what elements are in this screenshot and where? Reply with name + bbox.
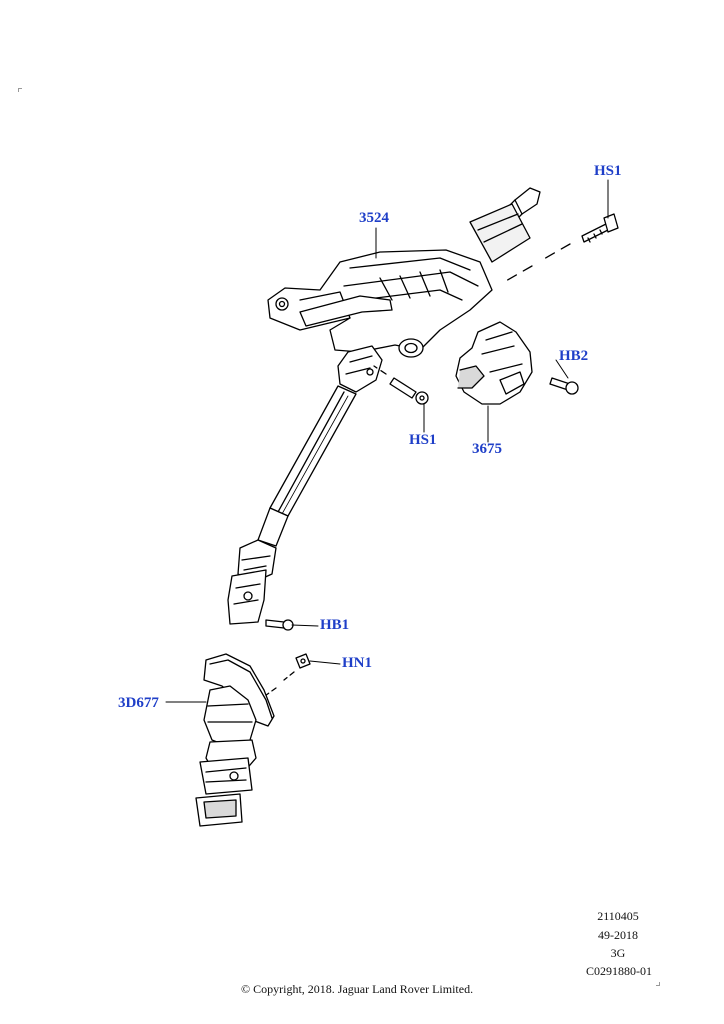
callout-hs1-mid: HS1 xyxy=(409,432,437,448)
leader-dash-hn1 xyxy=(283,671,295,681)
crop-mark-top-left xyxy=(18,88,22,92)
steering-column-3524 xyxy=(227,187,541,625)
callout-hb2: HB2 xyxy=(559,348,589,364)
reference-number: 2110405 xyxy=(597,909,639,923)
reference-code: 3G xyxy=(610,946,626,960)
boot-3d677 xyxy=(195,653,275,827)
bolt-hs1-top xyxy=(581,213,619,243)
bolt-hb2 xyxy=(549,377,579,395)
callout-hb1: HB1 xyxy=(320,617,350,633)
callout-3524: 3524 xyxy=(359,210,389,226)
reference-date: 49-2018 xyxy=(598,928,638,942)
callout-3675: 3675 xyxy=(472,441,502,457)
copyright-notice: © Copyright, 2018. Jaguar Land Rover Lim… xyxy=(241,982,474,996)
bolt-hs1-mid xyxy=(389,377,429,405)
leader-lines xyxy=(165,179,609,703)
nut-hn1 xyxy=(295,653,311,669)
callout-hs1-top: HS1 xyxy=(594,163,622,179)
illustration-id: C0291880-01 xyxy=(586,964,652,978)
shroud-3675 xyxy=(455,321,533,405)
leader-dash-hs1-top xyxy=(503,243,571,283)
bolt-hb1 xyxy=(265,619,294,631)
leader-dash-hs1-mid xyxy=(373,365,387,375)
callout-hn1: HN1 xyxy=(342,655,372,671)
callout-3d677: 3D677 xyxy=(118,695,159,711)
